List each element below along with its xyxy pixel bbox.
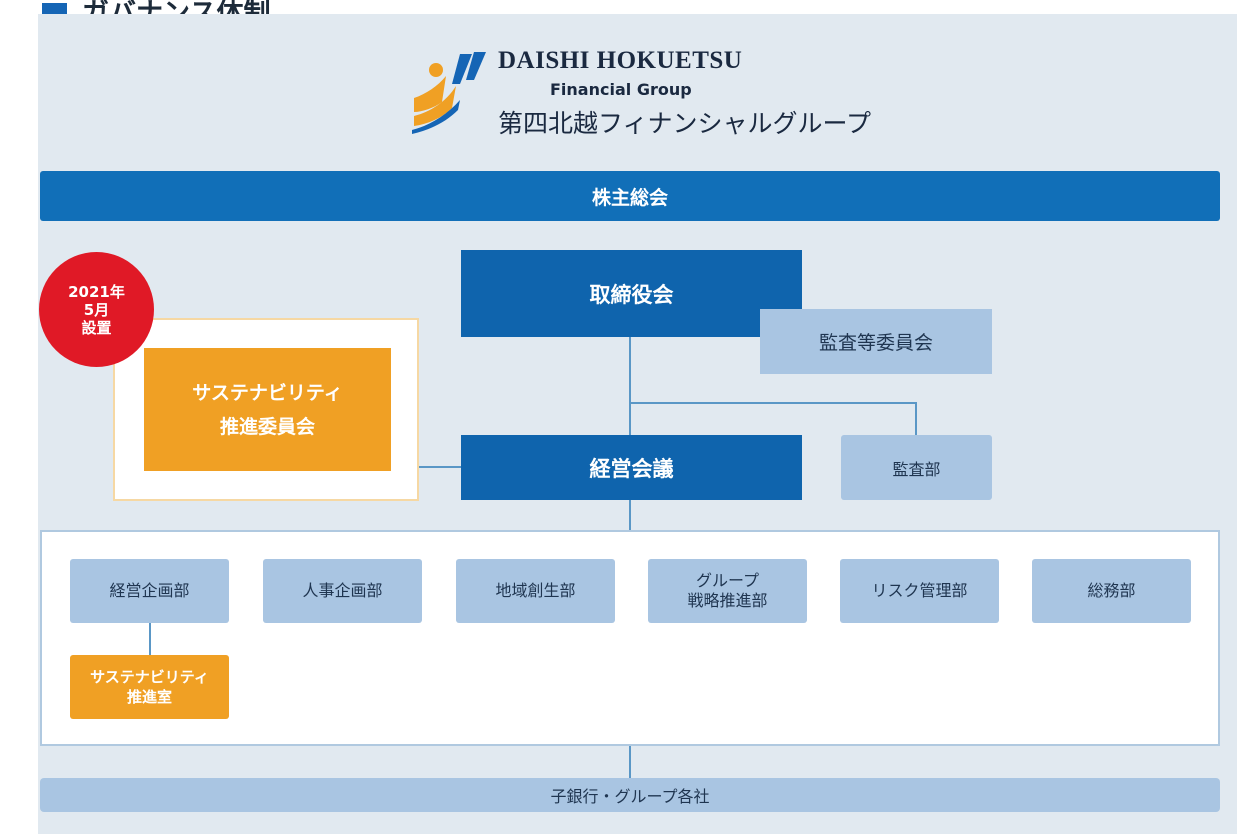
department-label-line2: 戦略推進部 xyxy=(687,591,768,610)
connector-sustainability-committee xyxy=(419,466,461,468)
connector-to-sustainability-office xyxy=(149,623,151,655)
department-label: 人事企画部 xyxy=(302,581,383,600)
department-box-group-strategy: グループ 戦略推進部 xyxy=(648,559,807,623)
badge-month: 5月 xyxy=(83,300,110,319)
department-box-hr: 人事企画部 xyxy=(263,559,422,623)
board-of-directors-box: 取締役会 xyxy=(461,250,802,337)
shareholders-meeting-label: 株主総会 xyxy=(591,186,668,209)
sustainability-committee-line2: 推進委員会 xyxy=(219,415,315,438)
connector-departments-to-subsidiaries xyxy=(629,746,631,778)
logo-japanese-name: 第四北越フィナンシャルグループ xyxy=(498,109,872,138)
sustainability-office-box: サステナビリティ 推進室 xyxy=(70,655,229,719)
shareholders-meeting-box: 株主総会 xyxy=(40,171,1220,221)
connector-meeting-to-departments xyxy=(629,500,631,532)
logo-english-name: DAISHI HOKUETSU xyxy=(498,47,743,74)
audit-committee-box: 監査等委員会 xyxy=(760,309,992,374)
department-label: 総務部 xyxy=(1087,581,1136,600)
board-of-directors-label: 取締役会 xyxy=(589,282,674,307)
department-box-planning: 経営企画部 xyxy=(70,559,229,623)
logo-english-subtitle: Financial Group xyxy=(550,80,692,99)
audit-committee-label: 監査等委員会 xyxy=(818,332,933,354)
department-label: グループ xyxy=(695,571,760,590)
sustainability-committee-box: サステナビリティ 推進委員会 xyxy=(144,348,391,471)
group-logo-icon xyxy=(412,52,486,134)
audit-dept-box: 監査部 xyxy=(841,435,992,500)
department-box-risk: リスク管理部 xyxy=(840,559,999,623)
connector-board-to-meeting xyxy=(629,336,631,436)
department-label: リスク管理部 xyxy=(871,581,968,600)
management-meeting-box: 経営会議 xyxy=(461,435,802,500)
connector-audit-dept-vertical xyxy=(915,402,917,436)
sustainability-office-line2: 推進室 xyxy=(126,688,172,706)
sustainability-office-line1: サステナビリティ xyxy=(90,668,209,686)
management-meeting-label: 経営会議 xyxy=(589,456,674,481)
subsidiaries-box: 子銀行・グループ各社 xyxy=(40,778,1220,812)
established-badge: 2021年 5月 設置 xyxy=(39,252,154,367)
departments-frame xyxy=(40,530,1220,746)
department-label: 地域創生部 xyxy=(495,581,576,600)
connector-to-audit-dept xyxy=(629,402,917,404)
badge-year: 2021年 xyxy=(68,282,125,301)
audit-dept-label: 監査部 xyxy=(892,459,941,479)
department-box-regional: 地域創生部 xyxy=(456,559,615,623)
subsidiaries-label: 子銀行・グループ各社 xyxy=(550,787,710,806)
badge-established: 設置 xyxy=(81,318,112,337)
department-label: 経営企画部 xyxy=(109,581,190,600)
sustainability-committee-line1: サステナビリティ xyxy=(192,381,343,404)
department-box-general-affairs: 総務部 xyxy=(1032,559,1191,623)
